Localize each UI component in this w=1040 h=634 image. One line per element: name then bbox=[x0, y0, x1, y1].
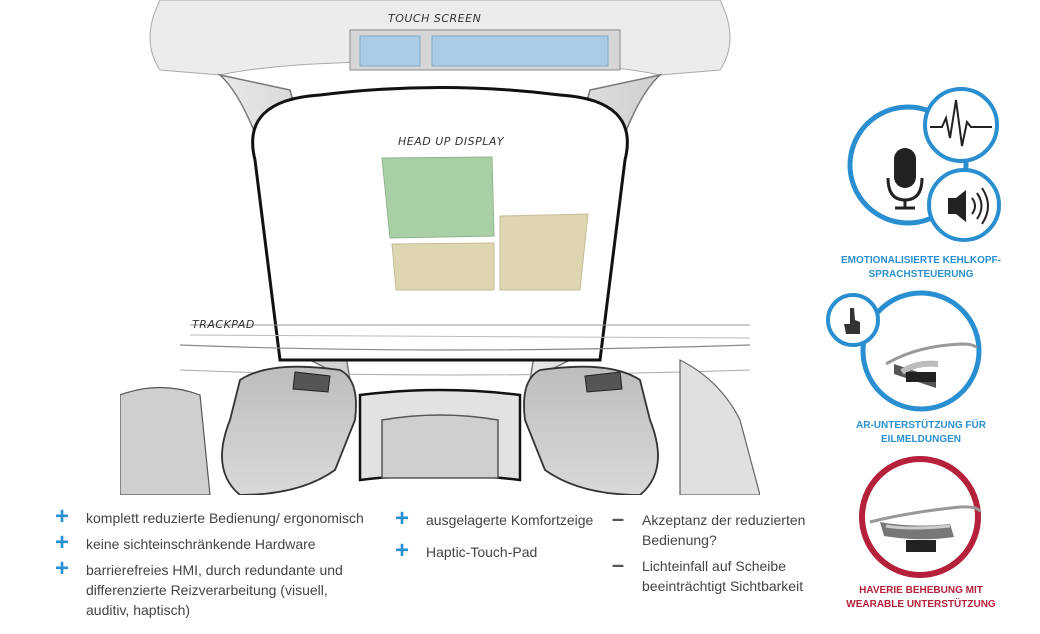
head-up-display-label: HEAD UP DISPLAY bbox=[398, 135, 505, 148]
car-interior-sketch bbox=[120, 0, 760, 495]
list-item-text: ausgelagerte Komfortzeige bbox=[426, 512, 594, 528]
list-item: – Akzeptanz der reduzierten Bedienung? bbox=[608, 506, 818, 550]
plus-icon: + bbox=[54, 529, 69, 556]
minus-icon: – bbox=[611, 552, 625, 577]
microphone-waveform-speaker-icon bbox=[847, 87, 1001, 242]
list-item-text: barrierefreies HMI, durch redundante und… bbox=[86, 562, 343, 618]
minus-icon: – bbox=[611, 506, 625, 531]
list-item: + Haptic-Touch-Pad bbox=[392, 537, 612, 564]
plus-icon: + bbox=[54, 555, 69, 582]
plus-icon: + bbox=[54, 503, 69, 530]
trackpad-label: TRACKPAD bbox=[192, 318, 255, 331]
icon-caption-speech: EMOTIONALISIERTE KEHLKOPF- SPRACHSTEUERU… bbox=[841, 255, 1001, 280]
plus-icon: + bbox=[394, 505, 409, 532]
list-item: + ausgelagerte Komfortzeige bbox=[392, 505, 612, 532]
feature-list-column2: + ausgelagerte Komfortzeige + Haptic-Tou… bbox=[392, 505, 612, 568]
icon-caption-ar: AR-UNTERSTÜTZUNG FÜR EILMELDUNGEN bbox=[856, 420, 986, 445]
plus-icon: + bbox=[394, 537, 409, 564]
list-item: + barrierefreies HMI, durch redundante u… bbox=[52, 555, 356, 620]
wearable-glasses-icon bbox=[859, 456, 982, 578]
touch-screen-label: TOUCH SCREEN bbox=[388, 12, 482, 25]
list-item: – Lichteinfall auf Scheibe beeinträchtig… bbox=[608, 552, 818, 596]
list-item-text: keine sichteinschränkende Hardware bbox=[86, 536, 316, 552]
ar-glasses-touch-icon bbox=[826, 290, 982, 412]
list-item-text: Akzeptanz der reduzierten Bedienung? bbox=[642, 512, 806, 548]
icon-caption-wearable: HAVERIE BEHEBUNG MIT WEARABLE UNTERSTÜTZ… bbox=[846, 585, 996, 610]
list-item-text: komplett reduzierte Bedienung/ ergonomis… bbox=[86, 510, 364, 526]
list-item-text: Haptic-Touch-Pad bbox=[426, 544, 538, 560]
feature-list-column1: + komplett reduzierte Bedienung/ ergonom… bbox=[52, 503, 392, 626]
feature-list-column3: – Akzeptanz der reduzierten Bedienung? –… bbox=[608, 506, 818, 602]
list-item-text: Lichteinfall auf Scheibe beeinträchtigt … bbox=[642, 558, 804, 594]
list-item: + keine sichteinschränkende Hardware bbox=[52, 529, 392, 556]
list-item: + komplett reduzierte Bedienung/ ergonom… bbox=[52, 503, 392, 530]
